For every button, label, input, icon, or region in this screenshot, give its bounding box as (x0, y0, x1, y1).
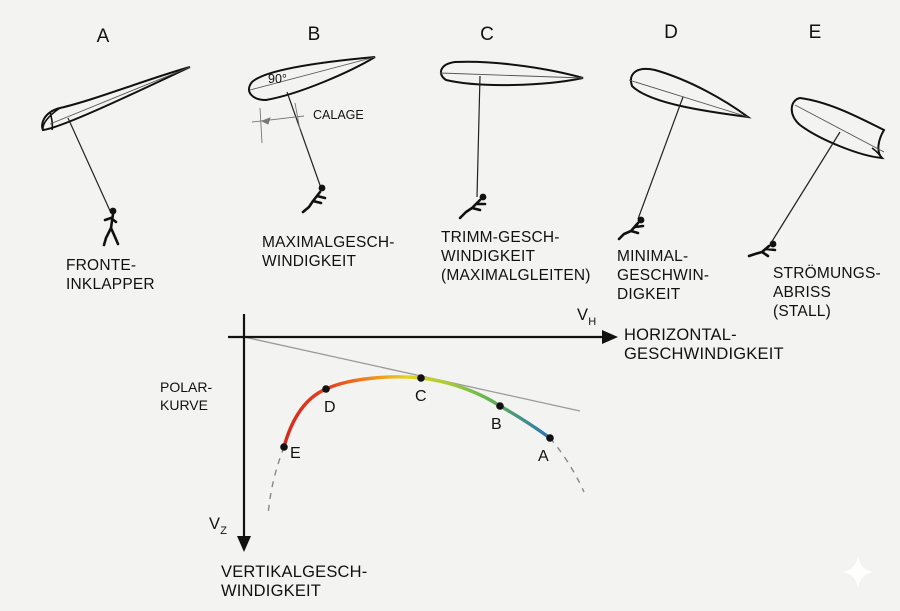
state-b-line (286, 91, 322, 189)
state-c-group: C TRIMM-GESCH- WINDIGKEIT (MAXIMALGLEITE… (439, 24, 591, 284)
vz-symbol: VZ (209, 515, 227, 537)
state-a-collapsed-leading-edge (42, 107, 61, 131)
state-c-label-line-1: TRIMM-GESCH- (441, 229, 560, 246)
polar-point-a (546, 434, 554, 442)
state-e-pilot-icon (747, 240, 777, 258)
state-b-calage-dimension (251, 102, 305, 144)
state-d-pilot-icon (617, 216, 645, 241)
polar-point-c (417, 374, 425, 382)
horizontal-axis-label-line-1: HORIZONTAL- (624, 326, 737, 344)
state-b-group: B 90° CALAGE MAXIMALGESCH- WINDIGKEIT (247, 24, 395, 270)
state-d-label-line-3: DIGKEIT (617, 286, 681, 303)
polar-curve-label-line-1: POLAR- (160, 379, 212, 395)
state-e-label-line-3: (STALL) (773, 303, 831, 320)
state-e-chord-line (794, 104, 885, 153)
state-d-group: D MINIMAL- GESCHWIN- DIGKEIT (617, 22, 752, 303)
vertical-axis-label-line-2: WINDIGKEIT (221, 582, 321, 600)
vertical-axis-label-line-1: VERTIKALGESCH- (221, 563, 367, 581)
state-d-label-line-2: GESCHWIN- (617, 267, 709, 284)
best-glide-tangent-line (243, 336, 581, 412)
state-c-pilot-icon (458, 193, 487, 220)
vertical-axis-arrow-icon (237, 536, 251, 552)
polar-point-d-label: D (324, 399, 336, 416)
state-c-chord-line (439, 72, 584, 79)
polar-curve-extension-left (267, 446, 285, 517)
polar-point-e-label: E (290, 445, 301, 462)
state-a-group: A FRONTE- INKLAPPER (41, 26, 191, 293)
state-d-letter: D (664, 22, 678, 43)
state-e-label-line-1: STRÖMUNGS- (773, 264, 881, 282)
state-a-wing (41, 66, 191, 132)
horizontal-axis-label-line-2: GESCHWINDIGKEIT (624, 345, 784, 363)
state-b-letter: B (308, 24, 321, 45)
state-b-calage-label: CALAGE (313, 108, 364, 122)
state-c-label-line-3: (MAXIMALGLEITEN) (441, 267, 591, 284)
polar-curve-extension-right (549, 437, 585, 493)
state-c-line (476, 75, 481, 198)
state-a-pilot-icon (102, 207, 120, 247)
sparkle-icon (842, 556, 874, 588)
state-d-chord-line (628, 79, 749, 118)
state-e-line (770, 131, 841, 244)
state-e-letter: E (809, 22, 822, 43)
polar-point-b (496, 402, 504, 410)
state-b-label-line-2: WINDIGKEIT (262, 253, 356, 270)
state-a-label-line-2: INKLAPPER (66, 276, 155, 293)
state-b-wing (247, 56, 376, 102)
state-c-letter: C (480, 24, 494, 45)
polar-point-d (322, 385, 330, 393)
polar-point-c-label: C (415, 388, 427, 405)
state-a-line (67, 117, 112, 214)
state-e-wing (790, 96, 886, 160)
polar-curve-label-line-2: KURVE (160, 397, 208, 413)
vh-symbol: VH (577, 306, 596, 328)
state-c-label-line-2: WINDIGKEIT (441, 248, 535, 265)
state-a-letter: A (97, 26, 110, 47)
state-b-pilot-icon (301, 184, 327, 214)
polar-point-e (280, 443, 288, 451)
state-b-label-line-1: MAXIMALGESCH- (262, 234, 395, 251)
state-c-wing (439, 60, 584, 87)
state-b-angle-label: 90° (268, 72, 287, 86)
polar-point-a-label: A (538, 448, 549, 465)
state-e-label-line-2: ABRISS (773, 284, 831, 301)
horizontal-axis-arrow-icon (602, 330, 618, 344)
state-d-wing (630, 68, 752, 119)
polar-diagram: E D C B A POLAR- KURVE VH HORIZONTAL- GE… (160, 306, 784, 600)
state-b-chord-line (249, 56, 376, 91)
state-e-group: E STRÖMUNGS- ABRISS (STALL) (747, 22, 886, 320)
polar-point-b-label: B (491, 416, 502, 433)
state-a-label-line-1: FRONTE- (66, 257, 136, 274)
state-d-label-line-1: MINIMAL- (617, 248, 688, 265)
state-d-line (637, 96, 684, 220)
